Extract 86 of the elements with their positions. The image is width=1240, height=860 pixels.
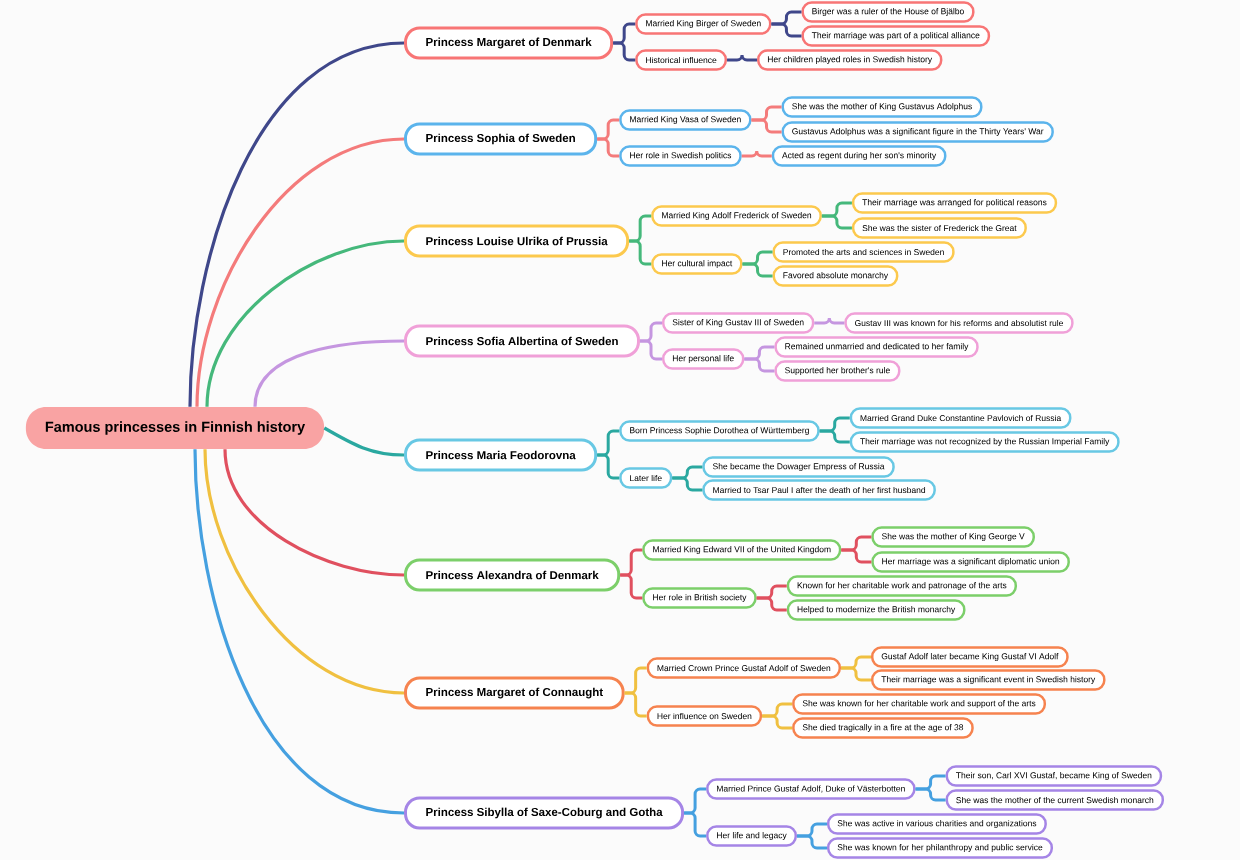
- connector-line: [624, 691, 647, 718]
- connector-line: [744, 357, 775, 373]
- connector-line: [819, 429, 850, 444]
- detail-box: Acted as regent during her son's minority: [771, 145, 947, 167]
- subtopic-box: Married King Edward VII of the United Kingdom: [642, 539, 842, 561]
- connector-line: [727, 53, 757, 62]
- topic-box: Princess Sophia of Sweden: [404, 122, 598, 156]
- connector-line: [821, 214, 852, 230]
- subtopic-box: Married Prince Gustaf Adolf, Duke of Västerbotten: [706, 778, 916, 800]
- connector-line: [762, 714, 793, 730]
- connector-line: [684, 811, 707, 838]
- subtopic-box: Her life and legacy: [706, 825, 797, 847]
- connector-line: [771, 22, 802, 38]
- detail-box: She was active in various charities and organizations: [827, 813, 1047, 835]
- detail-box: Gustavus Adolphus was a significant figure in the Thirty Years' War: [781, 121, 1054, 143]
- connector-line: [223, 449, 405, 577]
- topic-box: Princess Sibylla of Saxe-Coburg and Gotha: [404, 796, 685, 830]
- detail-box: Favored absolute monarchy: [772, 265, 899, 287]
- subtopic-box: Her cultural impact: [651, 253, 743, 275]
- central-topic-bubble: Famous princesses in Finnish history: [25, 407, 325, 449]
- connector-line: [253, 339, 405, 408]
- detail-box: Gustaf Adolf later became King Gustaf VI Adolf: [871, 646, 1069, 668]
- detail-box: Married to Tsar Paul I after the death of her first husband: [702, 479, 936, 501]
- connector-line: [841, 548, 872, 564]
- connector-line: [756, 596, 787, 612]
- connector-line: [741, 149, 772, 158]
- detail-box: Remained unmarried and dedicated to her family: [774, 336, 979, 358]
- detail-box: Their marriage was part of a political alliance: [801, 25, 991, 47]
- topic-box: Princess Maria Feodorovna: [404, 438, 598, 472]
- subtopic-box: Married King Adolf Frederick of Sweden: [651, 205, 822, 227]
- topic-box: Princess Margaret of Connaught: [404, 676, 625, 710]
- connector-line: [640, 339, 662, 361]
- connector-line: [203, 449, 405, 695]
- detail-box: Known for her charitable work and patronage of the arts: [786, 575, 1017, 597]
- topic-box: Princess Alexandra of Denmark: [404, 558, 621, 592]
- subtopic-box: Married King Vasa of Sweden: [619, 109, 752, 131]
- connector-line: [205, 239, 405, 407]
- detail-box: Supported her brother's rule: [774, 360, 901, 382]
- connector-line: [915, 787, 946, 802]
- detail-box: She was the mother of King George V: [871, 526, 1035, 548]
- detail-box: Their son, Carl XVI Gustaf, became King of Sweden: [945, 765, 1163, 787]
- detail-box: She was the mother of King Gustavus Adolphus: [781, 96, 983, 118]
- detail-box: She was the sister of Frederick the Great: [851, 217, 1027, 239]
- detail-box: Her marriage was a significant diplomatic union: [871, 551, 1070, 573]
- connector-line: [751, 118, 782, 134]
- subtopic-box: Historical influence: [635, 49, 727, 71]
- detail-box: She was known for her charitable work and support of the arts: [792, 693, 1047, 715]
- detail-box: Married Grand Duke Constantine Pavlovich of Russia: [849, 407, 1072, 429]
- connector-line: [814, 316, 845, 325]
- connector-line: [188, 41, 405, 407]
- connector-line: [597, 137, 620, 158]
- subtopic-box: Her personal life: [662, 348, 745, 370]
- subtopic-box: Her role in Swedish politics: [619, 145, 742, 167]
- detail-box: She became the Dowager Empress of Russia: [702, 456, 895, 478]
- detail-box: Birger was a ruler of the House of Bjälbo: [801, 1, 975, 23]
- detail-box: Their marriage was not recognized by the Russian Imperial Family: [849, 431, 1120, 453]
- detail-box: She was the mother of the current Swedish monarch: [945, 789, 1165, 811]
- subtopic-box: Married Crown Prince Gustaf Adolf of Sweden: [646, 657, 841, 679]
- connector-line: [613, 41, 636, 62]
- connector-line: [597, 453, 620, 480]
- connector-line: [797, 834, 827, 850]
- subtopic-box: Born Princess Sophie Dorothea of Württemberg: [619, 420, 820, 442]
- subtopic-box: Her influence on Sweden: [646, 705, 763, 727]
- connector-line: [629, 239, 652, 266]
- connector-line: [193, 449, 405, 815]
- topic-box: Princess Sofia Albertina of Sweden: [404, 324, 640, 358]
- subtopic-box: Later life: [619, 467, 673, 489]
- connector-line: [672, 476, 703, 492]
- detail-box: Her children played roles in Swedish history: [757, 49, 943, 71]
- connector-line: [742, 262, 773, 278]
- detail-box: Their marriage was a significant event in Swedish history: [871, 669, 1106, 691]
- topic-box: Princess Louise Ulrika of Prussia: [404, 224, 630, 258]
- detail-box: Gustav III was known for his reforms and absolutist rule: [844, 312, 1074, 334]
- detail-box: Helped to modernize the British monarchy: [786, 599, 966, 621]
- detail-box: Their marriage was arranged for political reasons: [851, 192, 1058, 214]
- connector-line: [195, 137, 405, 407]
- detail-box: Promoted the arts and sciences in Sweden: [772, 241, 955, 263]
- connector-line: [323, 426, 405, 457]
- detail-box: She died tragically in a fire at the age of 38: [792, 717, 974, 739]
- detail-box: She was known for her philanthropy and public service: [827, 837, 1053, 859]
- subtopic-box: Married King Birger of Sweden: [635, 13, 772, 35]
- subtopic-box: Sister of King Gustav III of Sweden: [662, 312, 815, 334]
- connector-line: [841, 666, 871, 682]
- topic-box: Princess Margaret of Denmark: [404, 26, 614, 60]
- connector-line: [620, 573, 643, 600]
- subtopic-box: Her role in British society: [642, 587, 757, 609]
